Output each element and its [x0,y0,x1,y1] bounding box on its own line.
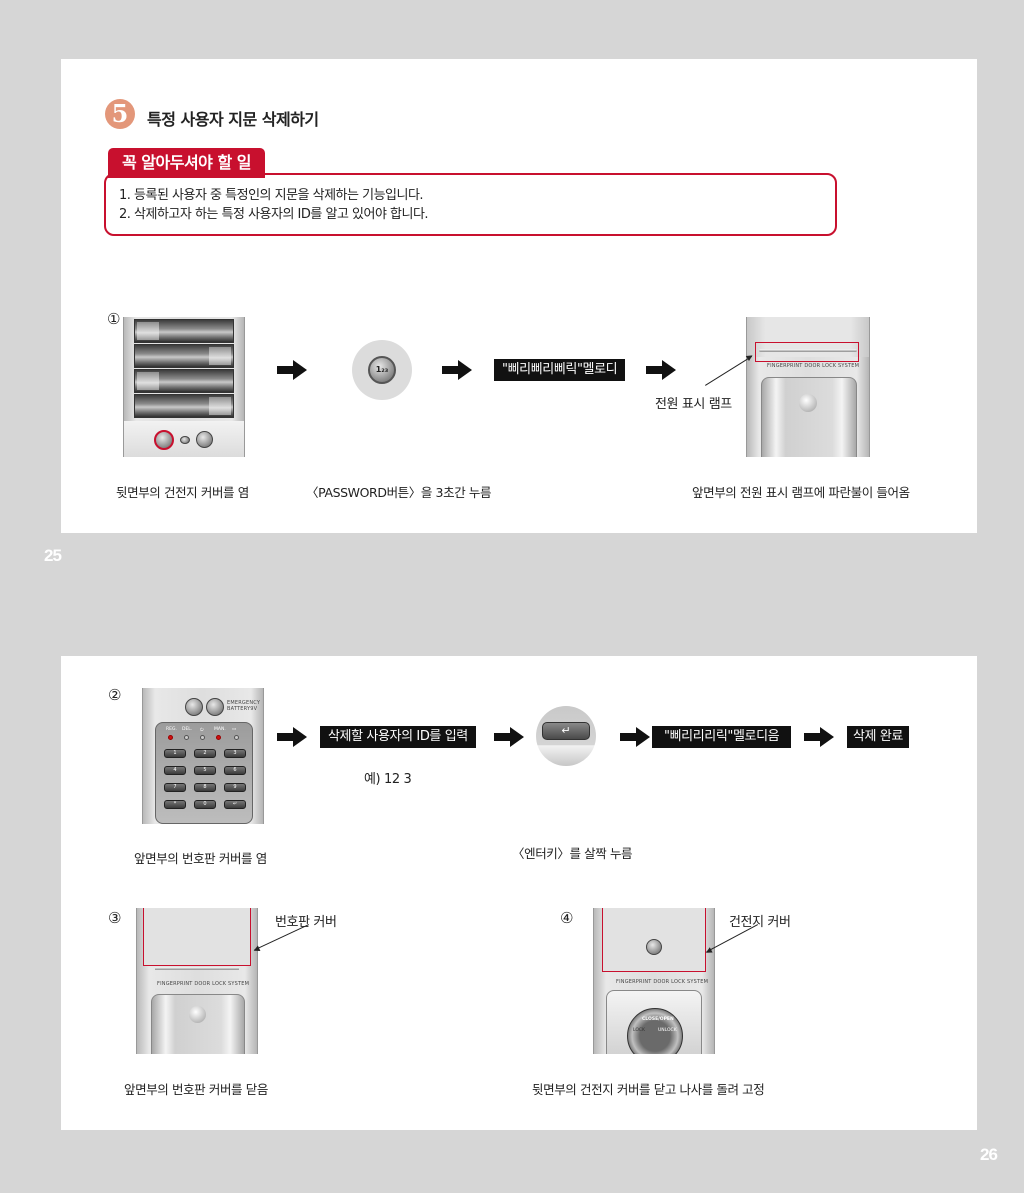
page-26-panel: ② EMERGENCY BATTERY9V REG. DEL. ⏻ MAN. ▭… [61,656,977,1130]
key-star: * [164,800,186,809]
melody-label-box: "삐리삐리삐릭"멜로디 [494,359,626,381]
key-3: 3 [224,749,246,758]
arrow-right-icon [620,727,650,747]
arrow-right-icon [646,360,676,380]
notice-line-1: 1. 등록된 사용자 중 특정인의 지문을 삭제하는 기능입니다. [119,188,424,203]
lock-unlock-knob: CLOSE/OPEN LOCK UNLOCK [627,1008,683,1054]
key-8: 8 [194,783,216,792]
delete-complete-box: 삭제 완료 [847,726,909,748]
closed-battery-cover-image: FINGERPRINT DOOR LOCK SYSTEM CLOSE/OPEN … [593,908,715,1054]
notice-box [104,173,837,236]
section-number-badge: 5 [105,99,135,129]
arrow-right-icon [277,360,307,380]
power-lamp [759,349,857,352]
enter-key-icon: ↵ [542,722,590,740]
keypad-cover-label: 번호판 커버 [275,915,337,930]
step-2-marker: ② [108,686,122,704]
step-4-caption: 뒷면부의 건전지 커버를 닫고 나사를 돌려 고정 [532,1082,765,1097]
step-4-marker: ④ [560,909,574,927]
notice-tab: 꼭 알아두셔야 할 일 [108,148,265,178]
battery-cover-label: 건전지 커버 [729,915,791,930]
step-2-caption-2: 〈엔터키〉를 살짝 누름 [512,846,633,861]
step-1-marker: ① [107,310,121,328]
password-button-icon [154,430,174,450]
key-7: 7 [164,783,186,792]
key-4: 4 [164,766,186,775]
key-5: 5 [194,766,216,775]
keypad-cover [143,908,251,966]
arrow-right-icon [494,727,524,747]
key-2: 2 [194,749,216,758]
battery-compartment-image [123,317,245,457]
notice-lines: 1. 등록된 사용자 중 특정인의 지문을 삭제하는 기능입니다. 2. 삭제하… [119,186,429,224]
page-25-panel: 5 특정 사용자 지문 삭제하기 꼭 알아두셔야 할 일 1. 등록된 사용자 … [61,59,977,533]
arrow-right-icon [277,727,307,747]
step-1-caption-1: 뒷면부의 건전지 커버를 염 [116,485,249,500]
melody-label-box-2: "삐리리리릭"멜로디음 [652,726,792,748]
step-3-marker: ③ [108,909,122,927]
keypad: REG. DEL. ⏻ MAN. ▭ 1 2 3 4 5 6 7 8 9 * 0… [155,722,253,824]
arrow-right-icon [442,360,472,380]
emergency-battery-label: EMERGENCY BATTERY9V [227,700,261,712]
enter-key-closeup: ↵ [536,706,596,766]
password-key-closeup: 1₂₃ [352,340,412,400]
arrow-right-icon [804,727,834,747]
power-lamp-highlight [755,342,859,362]
front-lock-image: FINGERPRINT DOOR LOCK SYSTEM [746,317,870,457]
key-1: 1 [164,749,186,758]
key-6: 6 [224,766,246,775]
page-number-right: 26 [980,1145,998,1164]
key-9: 9 [224,783,246,792]
page-number-left: 25 [44,546,62,565]
keypad-device-image: EMERGENCY BATTERY9V REG. DEL. ⏻ MAN. ▭ 1… [142,688,264,824]
step-1-caption-2: 〈PASSWORD버튼〉을 3초간 누름 [306,485,492,500]
section-title: 특정 사용자 지문 삭제하기 [147,110,319,129]
key-enter: ↵ [224,800,246,809]
notice-line-2: 2. 삭제하고자 하는 특정 사용자의 ID를 알고 있어야 합니다. [119,207,429,222]
example-id-text: 예) 12 3 [364,772,412,787]
enter-id-box: 삭제할 사용자의 ID를 입력 [320,726,476,748]
step-2-caption-1: 앞면부의 번호판 커버를 염 [134,851,267,866]
power-lamp-label: 전원 표시 램프 [655,397,732,412]
closed-keypad-cover-image: FINGERPRINT DOOR LOCK SYSTEM [136,908,258,1054]
key-0: 0 [194,800,216,809]
password-key-icon: 1₂₃ [368,356,396,384]
step-1-caption-3: 앞면부의 전원 표시 램프에 파란불이 들어옴 [692,485,910,500]
step-3-caption: 앞면부의 번호판 커버를 닫음 [124,1082,268,1097]
device-brand-text: FINGERPRINT DOOR LOCK SYSTEM [767,363,860,369]
